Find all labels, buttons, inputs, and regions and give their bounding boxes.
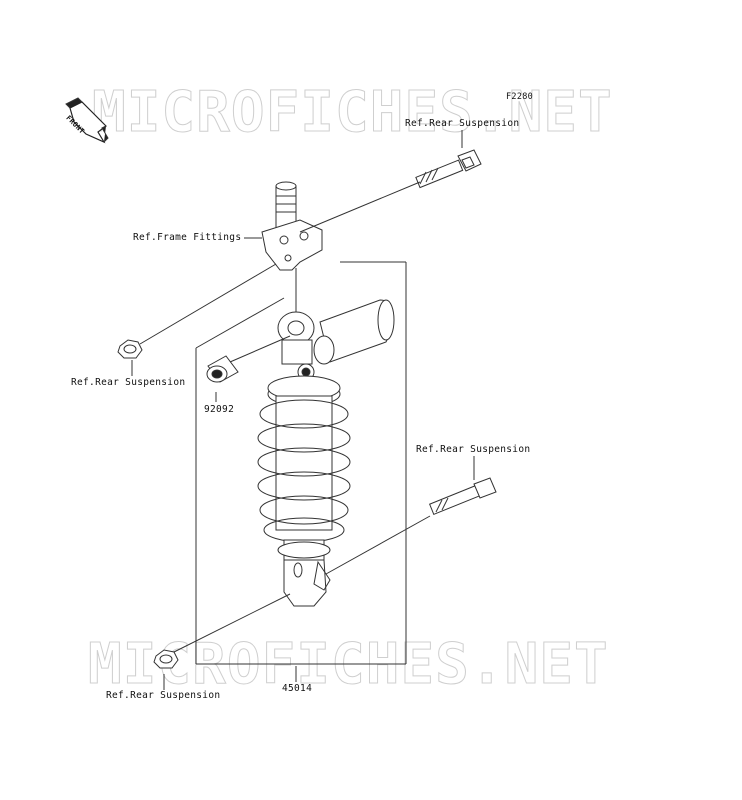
label-ref-frame-fittings: Ref.Frame Fittings [133, 232, 242, 243]
watermark-top: MICROFICHES.NET [92, 80, 613, 146]
bottom-nut [153, 649, 179, 669]
collar-92092 [206, 355, 239, 383]
label-ref-rear-suspension-top: Ref.Rear Suspension [405, 118, 520, 129]
explode-line-bottom-nut [173, 593, 291, 653]
label-ref-rear-suspension-right: Ref.Rear Suspension [416, 444, 531, 455]
assembly-bracket-slant [195, 297, 285, 349]
top-bolt [415, 149, 482, 189]
explode-line-collar [229, 335, 291, 363]
explode-line-top-bolt [299, 181, 421, 233]
label-part-92092: 92092 [204, 404, 235, 415]
right-bolt [428, 477, 497, 516]
label-ref-rear-suspension-left: Ref.Rear Suspension [71, 377, 186, 388]
explode-line-right-bolt [325, 515, 431, 575]
explode-line-left-nut [139, 263, 277, 345]
front-arrow-icon [65, 97, 109, 144]
label-part-45014: 45014 [282, 683, 313, 694]
left-nut [117, 339, 143, 359]
ref-code: F2280 [506, 92, 534, 102]
frame-fitting-bracket [261, 181, 323, 271]
shock-absorber [257, 299, 395, 607]
label-ref-rear-suspension-bottom: Ref.Rear Suspension [106, 690, 221, 701]
